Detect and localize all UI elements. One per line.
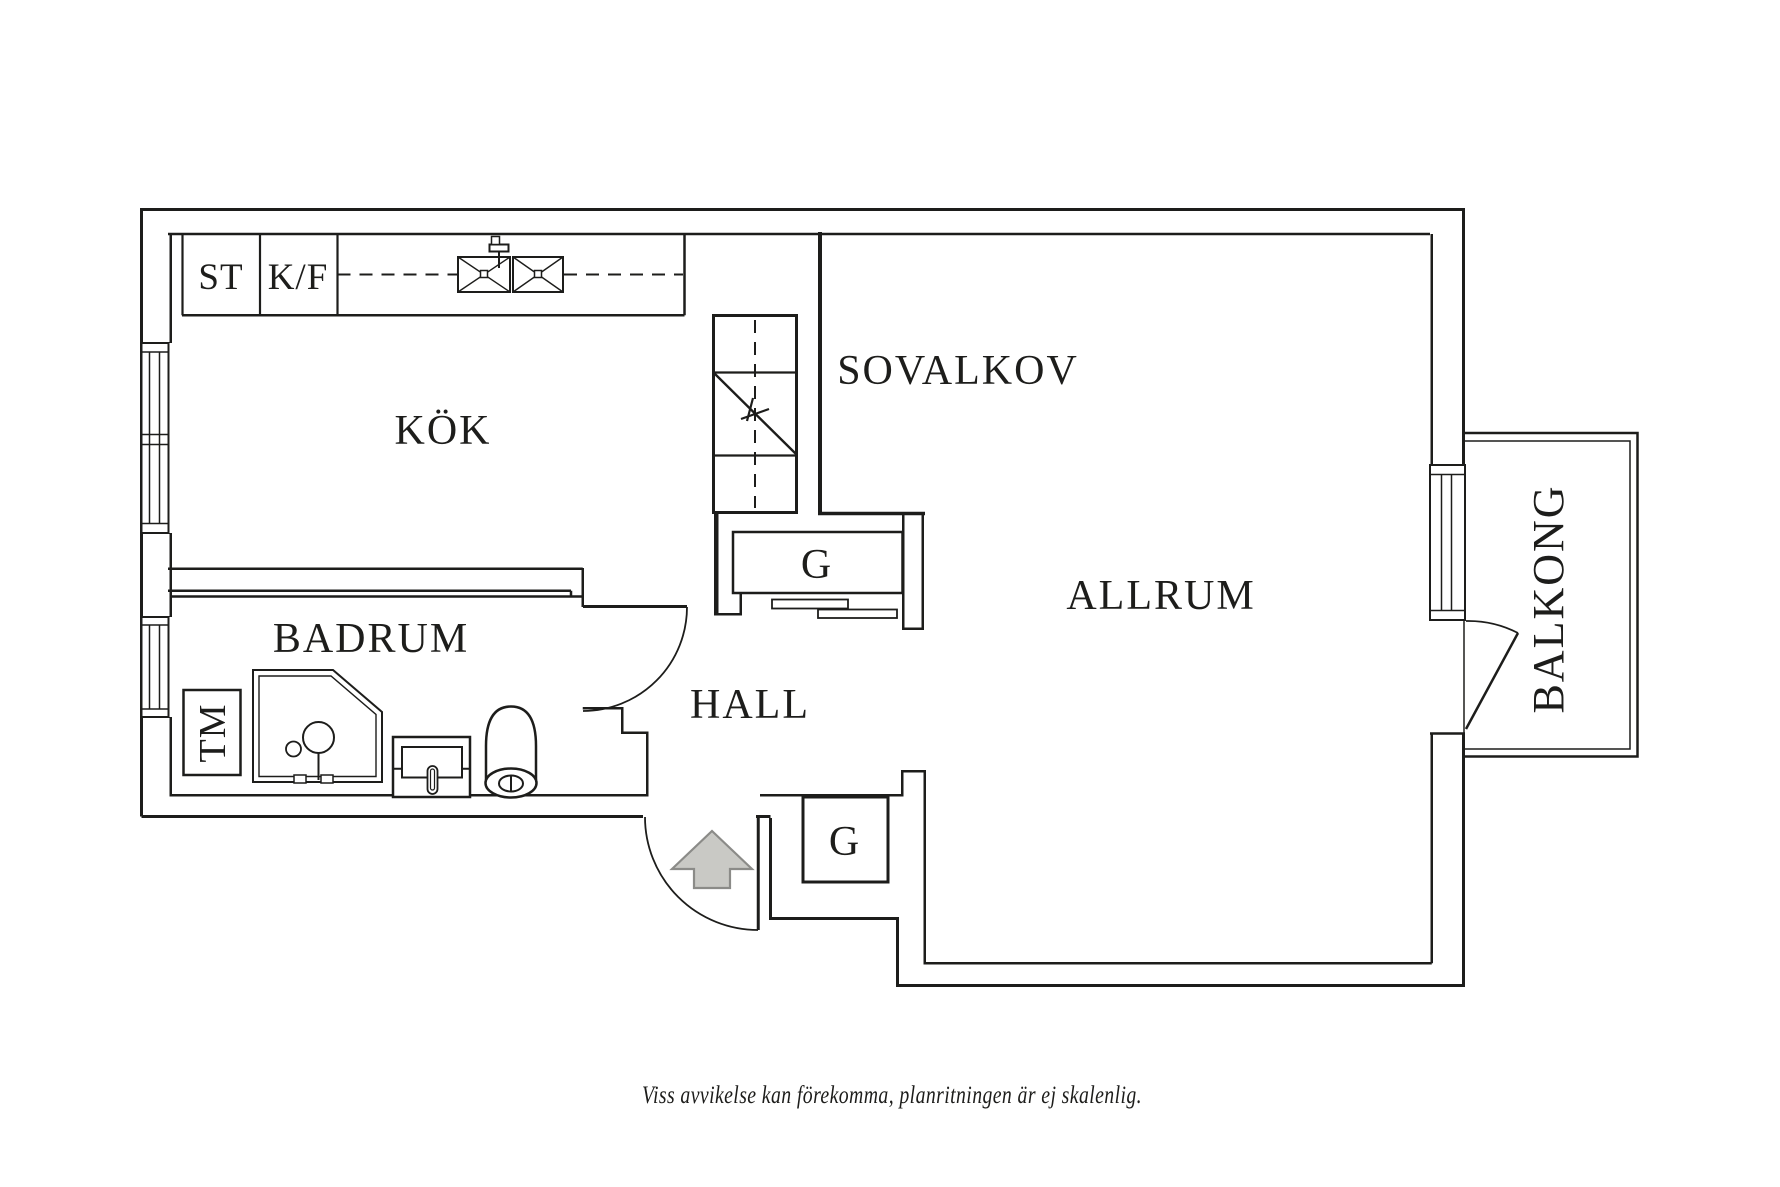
label-storage: ST	[198, 257, 243, 298]
entrance-arrow-icon	[669, 829, 755, 890]
room-label-balcony: BALKONG	[1524, 484, 1573, 713]
toilet-icon	[484, 705, 538, 799]
faucet-icon	[488, 235, 510, 268]
bath-hall-step-wall	[582, 707, 649, 797]
kitchen-counter	[181, 234, 686, 317]
window-icon-livingroom	[1429, 464, 1466, 735]
washbasin-icon	[391, 735, 472, 799]
balcony-outline	[1465, 431, 1639, 758]
window-icon-bathroom	[140, 616, 170, 718]
bathroom-door	[582, 605, 688, 712]
wardrobe-lower-box	[801, 795, 890, 884]
balcony-door	[1464, 620, 1520, 730]
vent-shaft-icon	[712, 314, 798, 514]
label-wardrobe-upper: G	[801, 542, 833, 588]
wardrobe-upper-box	[731, 530, 904, 619]
room-label-hall: HALL	[690, 682, 810, 728]
room-label-livingroom: ALLRUM	[1066, 573, 1255, 619]
kitchen-bath-wall	[168, 567, 584, 607]
inner-walls	[168, 232, 1433, 965]
room-label-bathroom: BADRUM	[273, 616, 469, 662]
label-fridge-freezer: K/F	[268, 257, 329, 298]
label-wardrobe-lower: G	[829, 819, 861, 865]
label-washing-machine: TM	[192, 704, 234, 763]
washing-machine-box	[182, 688, 242, 777]
double-sink-icon	[457, 256, 564, 293]
room-label-alcove: SOVALKOV	[837, 348, 1079, 394]
sliding-door-icon	[817, 608, 898, 619]
window-icon-kitchen	[140, 342, 170, 534]
room-label-kitchen: KÖK	[395, 408, 492, 454]
footer-disclaimer: Viss avvikelse kan förekomma, planritnin…	[642, 1082, 1142, 1109]
sliding-door-icon	[771, 598, 849, 610]
closet-right-wall	[902, 513, 924, 630]
entrance-door	[644, 816, 760, 931]
shower-icon	[252, 669, 383, 784]
